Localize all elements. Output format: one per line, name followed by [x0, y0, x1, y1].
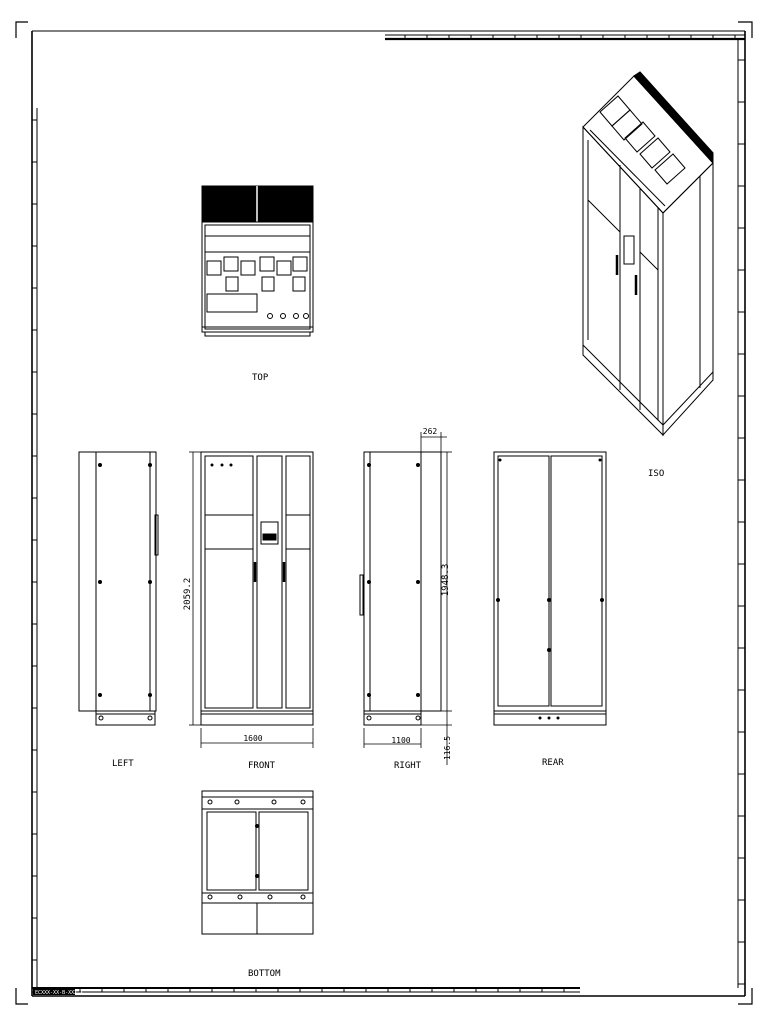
front-view: [200, 451, 314, 726]
right-dimensions: [363, 432, 452, 765]
zone-ticks-right: [738, 59, 745, 985]
right-view-label: RIGHT: [394, 761, 422, 771]
front-height-dimension: 2059.2: [183, 578, 193, 611]
zone-ticks-top: [404, 35, 736, 39]
right-view: [359, 451, 442, 726]
zone-ticks-bottom: [79, 988, 565, 992]
iso-view: [582, 71, 714, 437]
bottom-view: [201, 790, 314, 935]
top-view-label: TOP: [252, 373, 269, 383]
right-top-offset-dimension: 262: [423, 427, 438, 436]
rear-view: [493, 451, 607, 726]
title-block-stamp: [33, 989, 75, 995]
left-view-label: LEFT: [112, 759, 134, 769]
bottom-view-label: BOTTOM: [248, 969, 281, 979]
top-view: [201, 185, 314, 337]
front-view-label: FRONT: [248, 761, 276, 771]
rear-view-label: REAR: [542, 758, 564, 768]
right-base-dimension: 116.5: [443, 736, 452, 760]
front-dimensions: [189, 451, 314, 748]
left-view: [78, 451, 159, 726]
right-depth-dimension: 1100: [391, 736, 410, 745]
right-height-dimension: 1948.3: [441, 564, 451, 597]
zone-ticks-left: [32, 119, 37, 961]
sheet-frame: [15, 21, 753, 1005]
iso-view-label: ISO: [648, 469, 664, 479]
front-width-dimension: 1600: [243, 734, 262, 743]
title-block-label: ECXXX-XX-B-XXX-X: [35, 990, 83, 996]
